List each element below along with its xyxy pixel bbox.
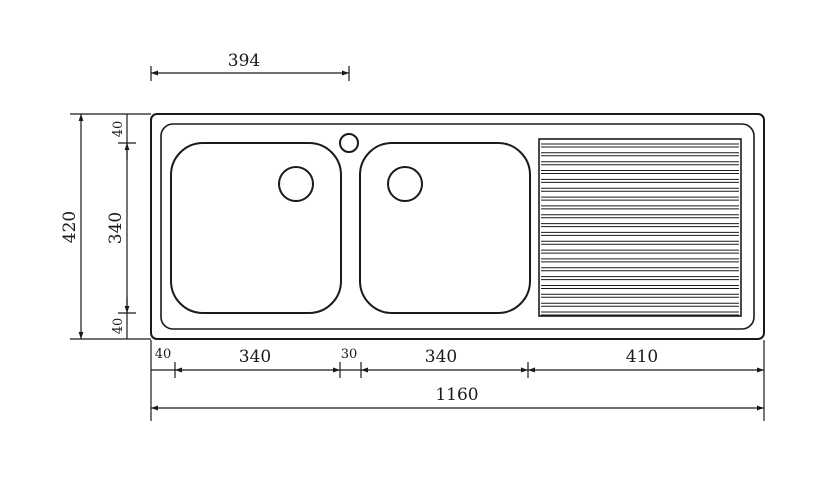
right-bowl xyxy=(359,142,531,314)
dim-right-bowl-width-label: 340 xyxy=(425,347,457,367)
dim-top-offset-label: 394 xyxy=(228,51,260,71)
dim-left-bowl-width-label: 340 xyxy=(239,347,271,367)
dim-left-vertical: 420 340 40 40 xyxy=(60,113,151,340)
right-drain-hole xyxy=(387,166,423,202)
left-bowl xyxy=(170,142,342,314)
dim-overall-height-label: 420 xyxy=(60,211,80,243)
dim-left-margin-label: 40 xyxy=(155,347,172,362)
sink-outline xyxy=(150,113,765,340)
tap-hole xyxy=(339,133,359,153)
dim-bowl-height-label: 340 xyxy=(106,212,126,244)
dim-top-margin-label: 40 xyxy=(111,121,126,138)
dim-top-offset: 394 xyxy=(150,51,350,81)
dim-overall-width-label: 1160 xyxy=(435,385,478,405)
drainer-board xyxy=(538,138,742,317)
dim-bottom-margin-label: 40 xyxy=(111,318,126,335)
left-drain-hole xyxy=(278,166,314,202)
dim-bottom-horizontal: 40 340 30 340 410 1160 xyxy=(150,340,765,421)
dim-drainer-width-label: 410 xyxy=(626,347,658,367)
drainer-ribs xyxy=(541,143,739,316)
dim-bowl-gap-label: 30 xyxy=(341,347,358,362)
